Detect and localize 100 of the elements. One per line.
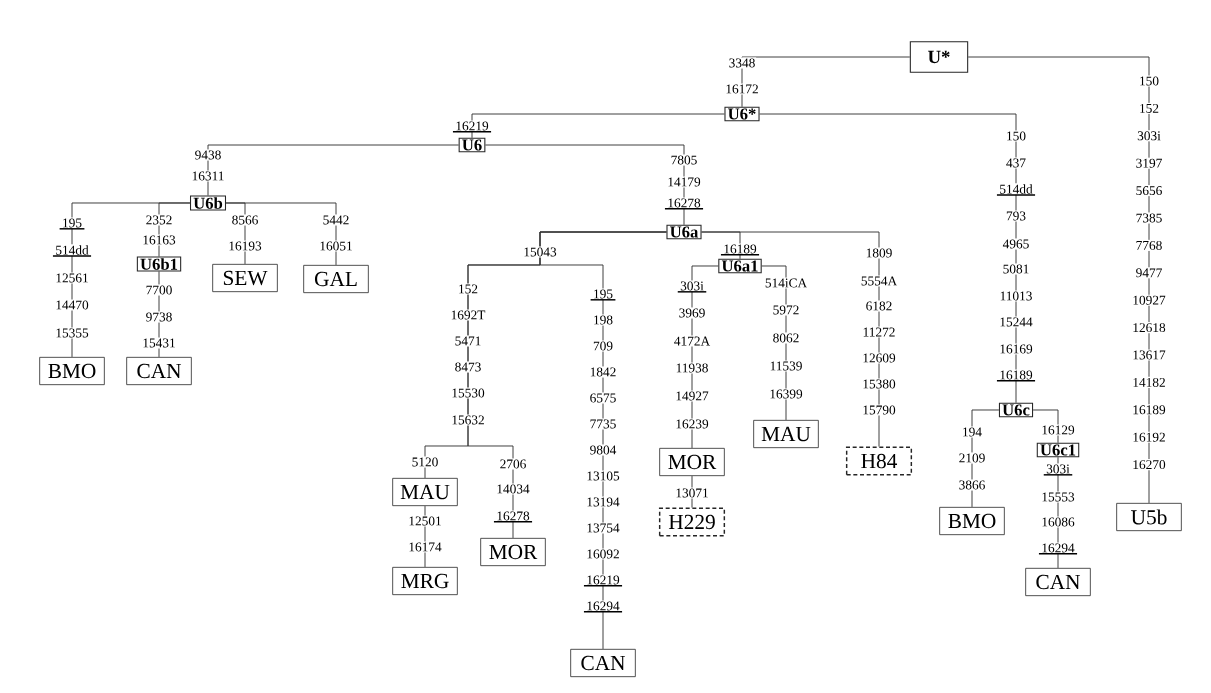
mutation-label: 3866 — [957, 479, 987, 491]
mutation-label: 16189 — [1131, 404, 1167, 416]
haplogroup-box: U6a — [666, 224, 702, 240]
mutation-label: 16278 — [664, 197, 704, 210]
mutation-label: 150 — [1138, 75, 1160, 87]
mutation-label: 15043 — [522, 246, 558, 258]
tree-branch — [471, 113, 725, 139]
mutation-label: 4172A — [673, 335, 711, 347]
mutation-label: 16311 — [190, 170, 226, 182]
haplogroup-box: U* — [909, 41, 969, 73]
mutation-label: 194 — [961, 426, 983, 438]
mutation-label: 16086 — [1040, 516, 1076, 528]
mutation-label: 16294 — [583, 600, 623, 613]
mutation-label: 16239 — [674, 418, 710, 430]
mutation-label: 16294 — [1038, 542, 1078, 555]
population-box: CAN — [126, 356, 192, 386]
mutation-label: 198 — [592, 314, 614, 326]
mutation-label: 15355 — [54, 327, 90, 339]
mutation-label: 11938 — [674, 362, 710, 374]
mutation-label: 5081 — [1001, 263, 1031, 275]
mutation-label: 4965 — [1001, 238, 1031, 250]
mutation-label: 8566 — [230, 214, 260, 226]
mutation-label: 5554A — [860, 275, 898, 287]
mutation-label: 152 — [457, 283, 479, 295]
haplogroup-box: U6b1 — [136, 256, 182, 272]
haplogroup-box: U6* — [724, 106, 760, 122]
mutation-label: 14179 — [666, 176, 702, 188]
mutation-label: 16189 — [720, 243, 760, 256]
population-box: MAU — [392, 477, 458, 507]
mutation-label: 7700 — [144, 284, 174, 296]
mutation-label: 303i — [677, 280, 707, 293]
mutation-label: 12618 — [1131, 322, 1167, 334]
mutation-label: 11272 — [861, 326, 897, 338]
mutation-label: 3197 — [1134, 157, 1164, 169]
mutation-label: 7805 — [669, 154, 699, 166]
mutation-label: 14470 — [54, 299, 90, 311]
population-box: SEW — [212, 263, 278, 293]
mutation-label: 303i — [1136, 130, 1162, 142]
mutation-label: 13071 — [674, 487, 710, 499]
mutation-label: 16129 — [1040, 424, 1076, 436]
mutation-label: 15244 — [998, 316, 1034, 328]
mutation-label: 1809 — [864, 247, 894, 259]
tree-branch — [971, 409, 1000, 508]
population-box: U5b — [1116, 502, 1182, 532]
mutation-label: 16092 — [585, 548, 621, 560]
haplogroup-box: U6c1 — [1036, 442, 1080, 458]
population-box: H84 — [845, 446, 913, 476]
mutation-label: 150 — [1005, 130, 1027, 142]
population-box: GAL — [303, 264, 369, 294]
mutation-label: 16193 — [227, 240, 263, 252]
mutation-label: 15380 — [861, 378, 897, 390]
mutation-label: 12501 — [407, 515, 443, 527]
mutation-label: 8473 — [453, 361, 483, 373]
mutation-label: 2706 — [498, 458, 528, 470]
mutation-label: 16270 — [1131, 459, 1167, 471]
haplogroup-box: U6c — [998, 402, 1034, 418]
mutation-label: 7768 — [1134, 239, 1164, 251]
tree-branch — [1032, 409, 1059, 444]
haplogroup-box: U6a1 — [718, 258, 762, 274]
mutation-label: 195 — [589, 288, 617, 301]
mutation-label: 15553 — [1040, 491, 1076, 503]
mutation-label: 13105 — [585, 470, 621, 482]
mutation-label: 9804 — [588, 444, 618, 456]
mutation-label: 2109 — [957, 452, 987, 464]
mutation-label: 709 — [592, 340, 614, 352]
mutation-label: 16278 — [493, 510, 533, 523]
population-box: CAN — [1025, 567, 1091, 597]
tree-branch — [207, 144, 460, 196]
mutation-label: 3969 — [677, 307, 707, 319]
mutation-label: 195 — [58, 217, 86, 230]
population-box: BMO — [939, 506, 1005, 536]
mutation-label: 6575 — [588, 392, 618, 404]
mutation-label: 15790 — [861, 404, 897, 416]
population-box: MRG — [392, 566, 458, 596]
mutation-label: 16174 — [407, 541, 443, 553]
mutation-label: 12609 — [861, 352, 897, 364]
mutation-label: 1692T — [449, 309, 487, 321]
mutation-label: 7385 — [1134, 212, 1164, 224]
haplogroup-box: U6b — [190, 195, 227, 211]
population-box: H229 — [658, 507, 726, 537]
mutation-label: 13754 — [585, 522, 621, 534]
mutation-label: 5471 — [453, 335, 483, 347]
tree-branch — [225, 202, 337, 266]
mutation-label: 793 — [1005, 210, 1027, 222]
mutation-label: 16163 — [141, 234, 177, 246]
mutation-label: 15530 — [450, 387, 486, 399]
mutation-label: 5656 — [1134, 185, 1164, 197]
mutation-label: 7735 — [588, 418, 618, 430]
mutation-label: 437 — [1005, 157, 1027, 169]
mutation-label: 13617 — [1131, 349, 1167, 361]
mutation-label: 16189 — [996, 369, 1036, 382]
mutation-label: 15431 — [141, 337, 177, 349]
mutation-label: 13194 — [585, 496, 621, 508]
mutation-label: 6182 — [864, 300, 894, 312]
population-box: MAU — [753, 419, 819, 449]
population-box: CAN — [570, 648, 636, 678]
mutation-label: 16219 — [583, 574, 623, 587]
tree-branch — [484, 144, 685, 226]
mutation-label: 16399 — [768, 388, 804, 400]
mutation-label: 514iCA — [764, 277, 808, 289]
